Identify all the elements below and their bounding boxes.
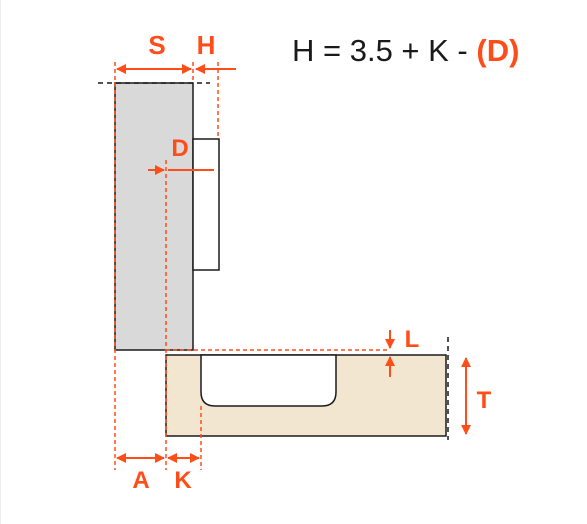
door-panel xyxy=(114,82,194,351)
formula-highlight-d: (D) xyxy=(476,33,519,68)
cup-bore xyxy=(200,354,337,407)
formula: H = 3.5 + K - (D) xyxy=(292,33,519,68)
label-a: A xyxy=(132,467,149,494)
hinge-plate xyxy=(192,138,220,271)
label-l: L xyxy=(405,326,420,353)
label-t: T xyxy=(477,387,492,414)
label-k: K xyxy=(174,467,192,494)
dimension-extension-lines xyxy=(114,62,390,470)
label-h: H xyxy=(197,30,216,60)
formula-main: H = 3.5 + K - xyxy=(292,33,476,68)
label-s: S xyxy=(148,30,165,60)
label-d: D xyxy=(171,135,188,162)
